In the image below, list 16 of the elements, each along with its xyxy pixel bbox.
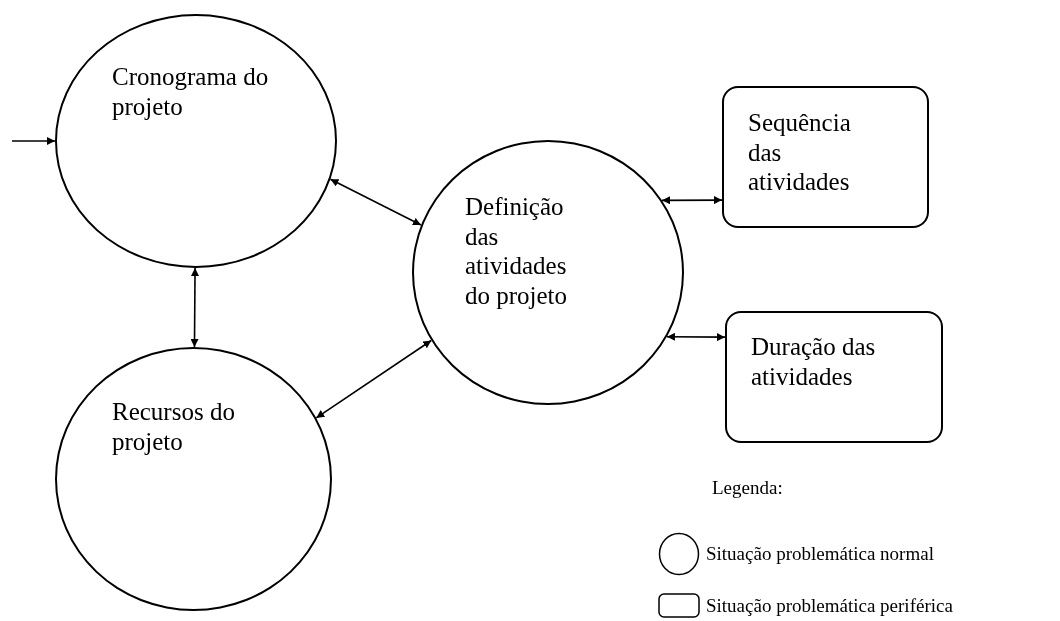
legend-title: Legenda:	[712, 477, 783, 499]
node-label: Definição das atividades do projeto	[465, 192, 569, 310]
double-arrow	[190, 267, 199, 348]
node-label: Duração das atividades	[751, 332, 877, 391]
node-label: Cronograma do projeto	[112, 62, 270, 121]
node-label: Recursos do projeto	[112, 397, 236, 456]
double-arrow	[315, 339, 433, 419]
double-arrow	[329, 178, 422, 226]
arrow	[11, 137, 56, 145]
rounded-box	[725, 311, 943, 443]
rounded-box	[722, 86, 929, 228]
legend-text: Situação problemática periférica	[706, 594, 953, 617]
node-label: Sequência das atividades	[748, 108, 852, 197]
double-arrow	[666, 332, 726, 342]
double-arrow	[661, 196, 723, 205]
legend-text: Situação problemática normal	[706, 543, 934, 565]
